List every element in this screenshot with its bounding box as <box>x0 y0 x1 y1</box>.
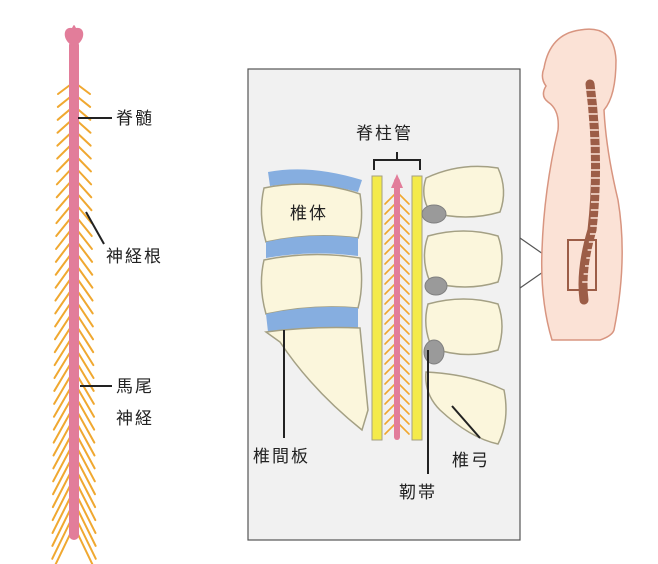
disc-1 <box>266 235 358 258</box>
arch-4 <box>425 371 507 445</box>
label-spinal-canal: 脊柱管 <box>356 124 413 144</box>
label-intervertebral-disc: 椎間板 <box>253 447 310 467</box>
label-cauda-line2: 神経 <box>116 409 154 429</box>
label-spinal-cord: 脊髄 <box>116 109 154 129</box>
body-outline <box>540 28 623 341</box>
label-ligament: 靭帯 <box>399 483 437 503</box>
vertebral-arch-leader <box>451 405 481 439</box>
human-body-silhouette <box>540 28 623 341</box>
arch-1 <box>423 165 505 218</box>
vertebra-3-sacrum <box>264 326 369 432</box>
canal-bracket <box>373 152 421 170</box>
body-spine-segments <box>580 89 601 291</box>
nerve-root-leader <box>85 211 105 245</box>
ligament-2 <box>424 276 448 296</box>
disc-top <box>268 169 362 192</box>
label-vertebral-arch: 椎弓 <box>452 451 490 471</box>
canal-cord-tip <box>391 174 403 188</box>
arch-2 <box>423 230 503 288</box>
vertebral-bodies <box>260 169 369 432</box>
body-spine-highlight <box>567 239 597 291</box>
label-nerve-root: 神経根 <box>106 247 163 267</box>
canal-wall-right <box>411 175 423 441</box>
disc-2 <box>266 306 358 332</box>
spinal-cord-top <box>64 25 84 46</box>
arch-3 <box>425 298 503 356</box>
vertebra-2 <box>260 253 363 315</box>
label-vertebral-body: 椎体 <box>290 204 328 224</box>
canal-cord <box>394 178 400 440</box>
vertebral-arches <box>421 165 507 445</box>
canal-wall-left <box>371 175 383 441</box>
spinal-cord <box>69 40 79 540</box>
spinal-canal <box>371 174 423 441</box>
spinal-cord-figure <box>51 25 97 564</box>
label-cauda-line1: 馬尾 <box>116 377 154 397</box>
ligament-1 <box>421 204 447 224</box>
